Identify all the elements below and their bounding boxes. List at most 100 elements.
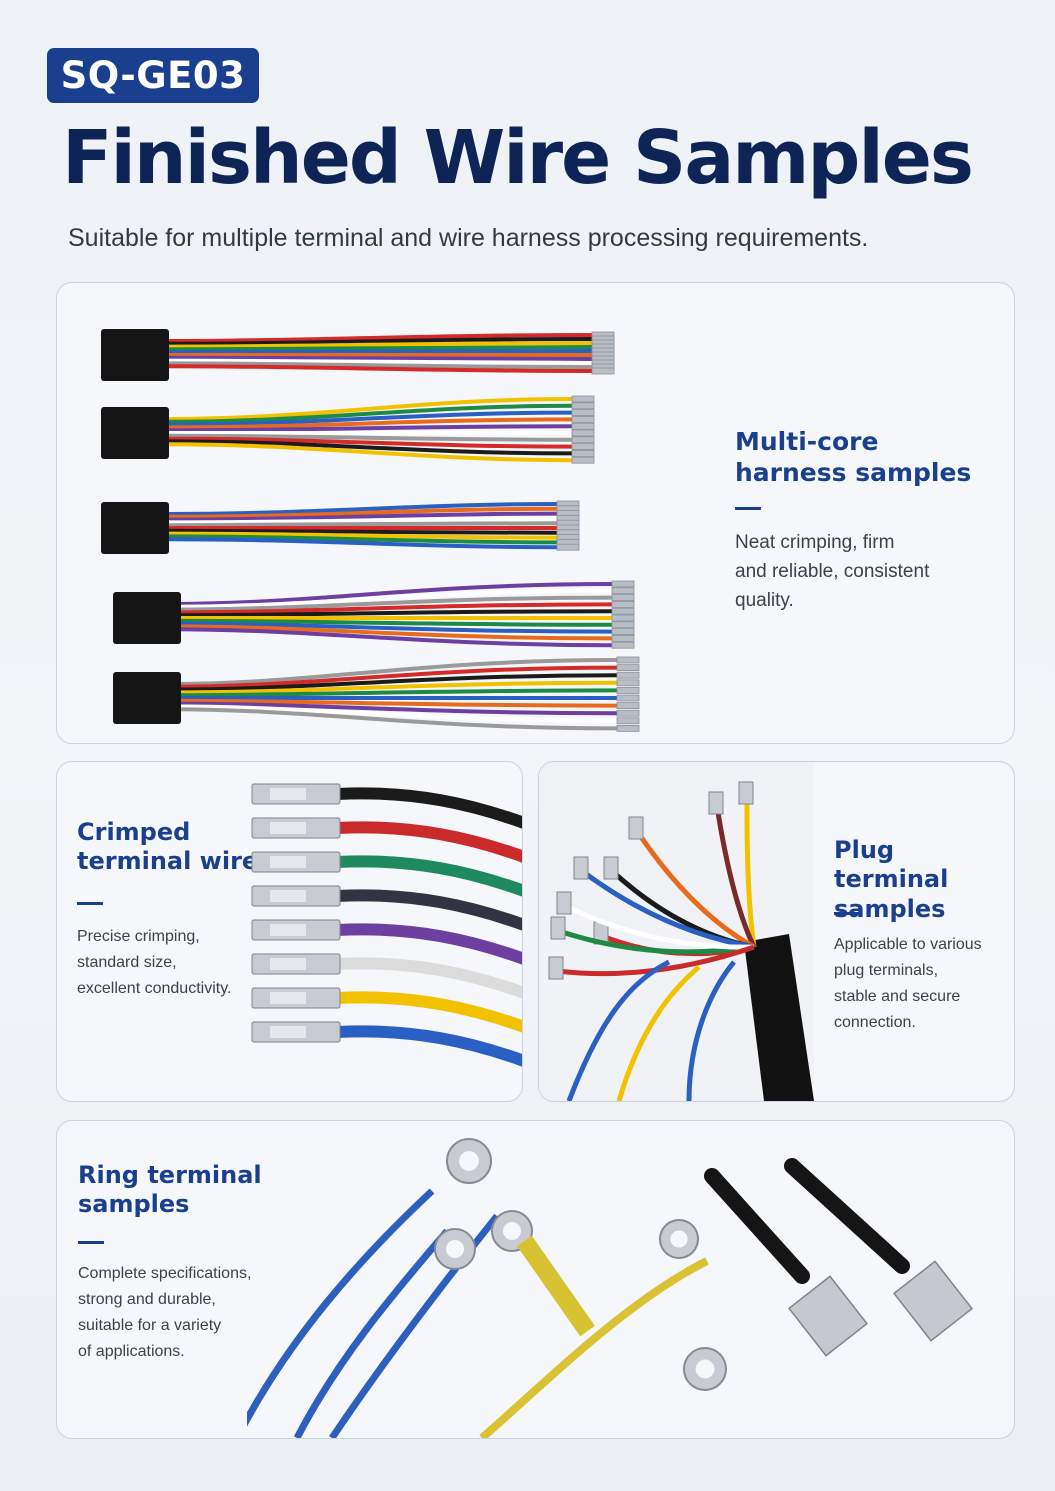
terminal-pin: [616, 717, 640, 725]
wire: [336, 957, 522, 999]
card-title-line2: harness samples: [735, 457, 972, 487]
ring-hole: [503, 1222, 521, 1240]
wire: [166, 618, 613, 627]
wire: [336, 821, 522, 863]
wire: [336, 1025, 522, 1067]
card-title-line1: Crimped: [77, 818, 191, 846]
crimped-wires-image: [251, 783, 522, 1067]
wire: [166, 506, 558, 519]
plug-terminal: [628, 816, 644, 840]
wire: [166, 609, 613, 618]
terminal-highlight: [270, 822, 306, 834]
wire: [166, 341, 593, 349]
wire: [166, 403, 573, 424]
terminal-pin: [616, 702, 640, 710]
terminal-pin: [571, 415, 595, 423]
wire: [558, 928, 755, 955]
terminal-pin: [611, 628, 635, 636]
wire: [166, 521, 558, 528]
plug-terminal: [738, 781, 754, 805]
card-title: Crimped terminal wires: [77, 818, 272, 877]
black-heat-shrink: [784, 1158, 910, 1274]
card-description: Neat crimping, firm and reliable, consis…: [735, 528, 929, 615]
wire: [166, 602, 613, 615]
multicore-harness-image: [101, 329, 640, 732]
wire: [293, 1228, 450, 1438]
wire: [166, 595, 613, 612]
wire: [166, 534, 558, 545]
terminal-pin: [611, 634, 635, 642]
wire: [336, 889, 522, 931]
flat-terminal: [787, 1275, 869, 1357]
wire: [166, 358, 593, 365]
terminal-pin: [611, 607, 635, 615]
wire: [166, 364, 593, 373]
page-subtitle: Suitable for multiple terminal and wire …: [68, 224, 869, 252]
wire: [714, 805, 757, 949]
card-crimped-terminal: Crimped terminal wires Precise crimping,…: [56, 761, 523, 1102]
terminal-pin: [611, 641, 635, 649]
card-title: Multi-core harness samples: [735, 427, 971, 488]
plug-terminal: [548, 956, 564, 980]
card-multicore-harness: Multi-core harness samples Neat crimping…: [56, 282, 1015, 744]
terminal-pin: [611, 587, 635, 595]
wire: [634, 829, 756, 950]
terminal-pin: [616, 671, 640, 679]
card-title: Plug terminal samples: [834, 836, 1014, 924]
wire: [616, 965, 701, 1101]
card-plug-terminal: Plug terminal samples Applicable to vari…: [538, 761, 1015, 1102]
wire: [166, 688, 618, 698]
heat-shrink: [517, 1235, 595, 1337]
plug-terminal: [708, 791, 724, 815]
wire: [744, 795, 757, 948]
title-divider: [77, 902, 103, 905]
wire: [166, 397, 573, 421]
desc-line: quality.: [735, 590, 794, 611]
connector-housing: [101, 502, 169, 554]
terminal-pin: [616, 694, 640, 702]
wire: [166, 436, 573, 449]
title-divider: [834, 912, 860, 915]
desc-line: strong and durable,: [78, 1291, 216, 1308]
wire: [166, 410, 573, 427]
wire: [166, 333, 593, 343]
terminal-pin: [591, 367, 615, 375]
terminal-highlight: [270, 924, 306, 936]
terminal-pin: [556, 543, 580, 551]
wire: [166, 680, 618, 695]
wire: [563, 903, 755, 950]
desc-line: plug terminals,: [834, 962, 939, 979]
plug-terminal: [603, 856, 619, 880]
wire: [166, 361, 593, 369]
card-title-line1: Plug terminal: [834, 836, 949, 894]
desc-line: connection.: [834, 1014, 916, 1031]
page-title: Finished Wire Samples: [62, 115, 974, 201]
desc-line: Precise crimping,: [77, 928, 200, 945]
card-title-line1: Multi-core: [735, 427, 879, 456]
wire: [166, 707, 618, 731]
wire: [166, 621, 613, 634]
terminal-pin: [571, 402, 595, 410]
terminal-pin: [571, 436, 595, 444]
ring-hole: [670, 1230, 688, 1248]
terminal-pin: [611, 614, 635, 622]
cable-jacket: [744, 934, 814, 1101]
wire: [166, 439, 573, 456]
wire: [166, 355, 593, 361]
terminal-highlight: [270, 958, 306, 970]
connector-housing: [113, 672, 181, 724]
terminal-pin: [571, 409, 595, 416]
plug-terminal: [556, 891, 572, 915]
wire: [166, 698, 618, 708]
terminal-highlight: [270, 992, 306, 1004]
terminal-pin: [571, 395, 595, 403]
desc-line: suitable for a variety: [78, 1317, 222, 1334]
desc-line: Complete specifications,: [78, 1265, 252, 1282]
terminal-highlight: [270, 1026, 306, 1038]
card-title: Ring terminal samples: [78, 1161, 262, 1220]
desc-line: stable and secure: [834, 988, 961, 1005]
wire: [166, 658, 618, 686]
wire: [166, 588, 613, 609]
wire: [336, 787, 522, 829]
wire: [166, 345, 593, 352]
